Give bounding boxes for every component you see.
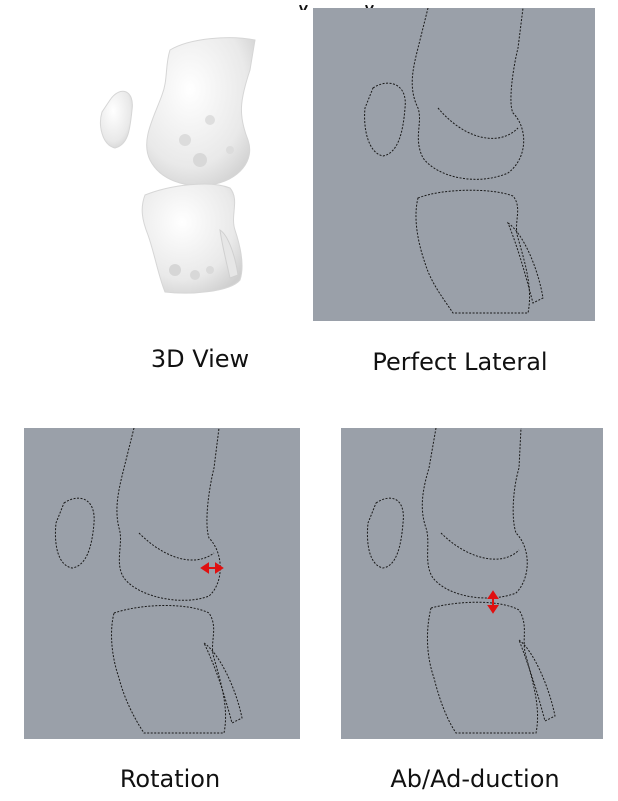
ab-ad-duction-xray (341, 428, 603, 739)
rotation-panel (24, 428, 300, 739)
rotation-xray (24, 428, 300, 739)
caption-3d-view: 3D View (100, 345, 300, 373)
perfect-lateral-xray (313, 8, 595, 321)
caption-ab-ad-duction: Ab/Ad-duction (355, 765, 595, 793)
ab-ad-duction-panel (341, 428, 603, 739)
3d-knee-render (90, 30, 310, 320)
caption-perfect-lateral: Perfect Lateral (330, 348, 590, 376)
3d-view-panel (90, 30, 310, 320)
caption-rotation: Rotation (80, 765, 260, 793)
perfect-lateral-panel (313, 8, 595, 321)
patella-shape (101, 91, 133, 148)
